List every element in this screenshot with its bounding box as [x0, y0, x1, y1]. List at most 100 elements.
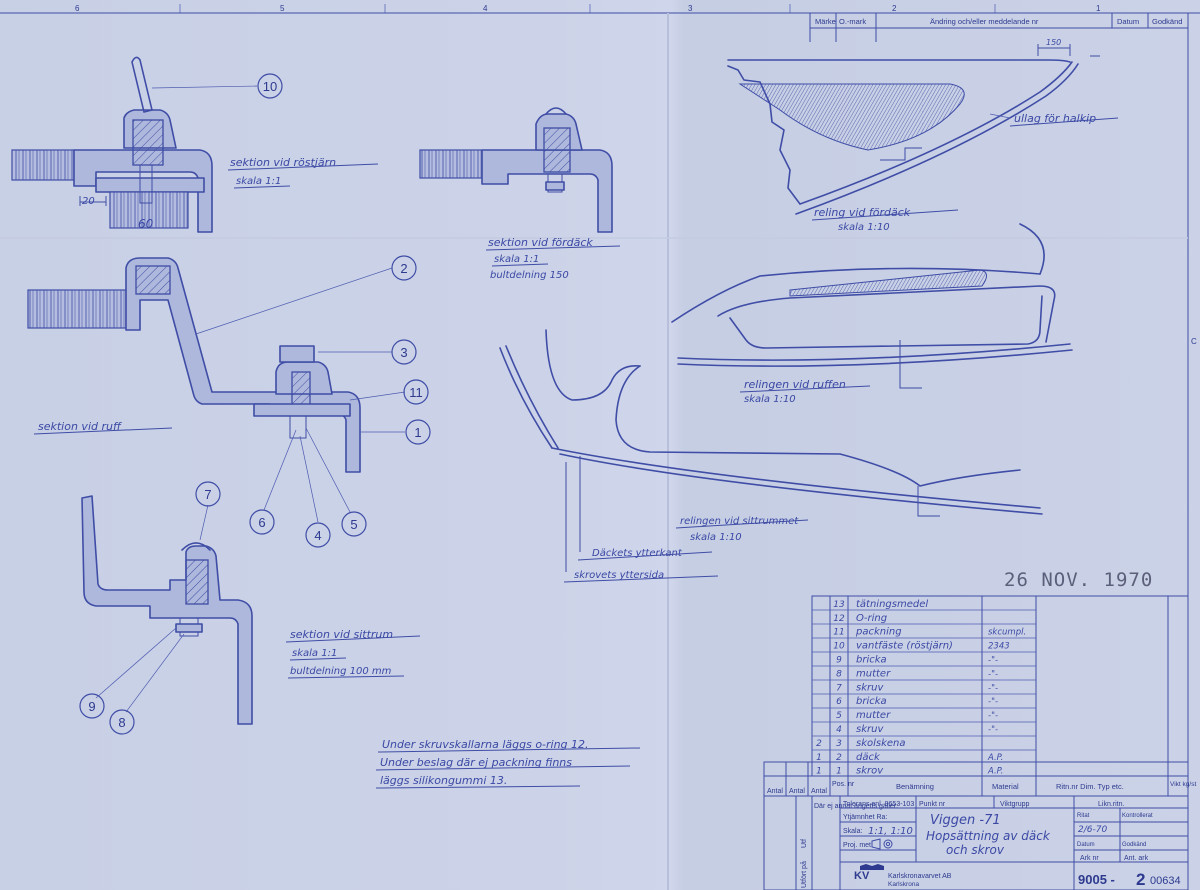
reling-fordack-title: reling vid fördäck	[814, 206, 911, 219]
drawing-title: Viggen -71	[930, 813, 1001, 828]
ark-label: Ark nr	[1080, 855, 1099, 862]
company-name: Karlskronavarvet AB	[888, 873, 952, 880]
header-material: Material	[992, 782, 1019, 791]
parts-cell-pos: 9	[836, 656, 842, 666]
parts-cell-pos: 10	[833, 642, 845, 652]
dar-ej-label: Där ej annat angetts gäller:	[814, 803, 898, 810]
parts-cell-benamning: skruv	[856, 724, 884, 735]
reling-ruffen: relingen vid ruffen skala 1:10	[671, 223, 1073, 405]
reling-ullag: ullag för halkip	[1014, 112, 1096, 125]
parts-cell-benamning: packning	[855, 627, 902, 638]
ytjamnhet-label: Ytjämnhet Ra:	[843, 814, 887, 821]
balloon-number: 6	[258, 515, 265, 530]
parts-cell-pos: 8	[836, 669, 842, 679]
parts-cell-benamning: skolskena	[856, 738, 906, 749]
date-stamp: 26 NOV. 1970	[1004, 569, 1153, 591]
drawing-number-serial: 00634	[1150, 875, 1181, 887]
section-sittrum-scale: skala 1:1	[292, 648, 337, 659]
parts-cell-benamning: skrov	[856, 766, 884, 777]
dimension-150: 150	[1046, 38, 1061, 47]
parts-cell-pos: 12	[833, 614, 845, 624]
ritat-label: Ritat	[1077, 813, 1090, 819]
header-vikt: Vikt kg/st	[1170, 781, 1196, 788]
parts-cell-benamning: däck	[856, 752, 881, 763]
revision-header: Märke O.-mark Ändring och/eller meddelan…	[809, 12, 1189, 42]
section-ruff-title: sektion vid ruff	[38, 420, 122, 433]
skala-value: 1:1, 1:10	[868, 826, 913, 837]
section-rostjarn-title: sektion vid röstjärn	[230, 156, 336, 169]
antark-label: Ant. ark	[1124, 855, 1149, 862]
reling-fordack-scale: skala 1:10	[838, 222, 890, 233]
section-rostjarn: 20 60 sektion vid röstjärn skala 1:1	[11, 56, 379, 233]
reling-fordack: 150 ullag för halkip reling vid fördäck …	[727, 38, 1119, 233]
kontrollerat-label: Kontrollerat	[1122, 813, 1153, 819]
likn-label: Likn.ritn.	[1098, 801, 1125, 808]
balloon-number: 11	[409, 385, 423, 400]
tolerans-label: Tolerans enl. 9653-103	[843, 801, 914, 808]
frame-column-label: 6	[75, 4, 80, 13]
header-antal: Antal	[811, 788, 827, 795]
frame-row-label: C	[1191, 337, 1197, 346]
assembly-note: Under skruvskallarna läggs o-ring 12. Un…	[375, 738, 641, 789]
parts-cell-benamning: O-ring	[856, 613, 887, 624]
parts-cell-material: A.P.	[987, 767, 1003, 777]
utf-label: Utf	[801, 839, 808, 848]
header-benamning: Benämning	[896, 782, 934, 791]
section-fordack-title: sektion vid fördäck	[488, 236, 593, 249]
balloon-number: 5	[350, 517, 357, 532]
frame-column-label: 2	[892, 4, 897, 13]
parts-cell-benamning: bricka	[856, 696, 887, 707]
parts-cell-benamning: bricka	[856, 655, 887, 666]
parts-cell-ritn: -"-	[988, 697, 998, 707]
parts-header: Antal Antal Antal Pos. nr Benämning Mate…	[763, 761, 1196, 797]
frame-column-label: 5	[280, 4, 285, 13]
header-antal: Antal	[789, 788, 805, 795]
drawing-number-prefix: 9005 -	[1078, 872, 1115, 887]
section-sittrum: sektion vid sittrum skala 1:1 bultdelnin…	[81, 495, 421, 725]
dar-ej-text: Där ej annat angetts gäller:	[814, 803, 898, 810]
frame-column-label: 1	[1096, 4, 1101, 13]
section-fordack: sektion vid fördäck skala 1:1 bultdelnin…	[419, 107, 621, 281]
dimension-60: 60	[138, 217, 154, 231]
title-block: Där ej annat angetts gäller: Utfört på U…	[763, 795, 1189, 890]
section-fordack-bolt: bultdelning 150	[490, 270, 569, 281]
frame-column-label: 3	[688, 4, 693, 13]
parts-cell-benamning: vantfäste (röstjärn)	[856, 641, 953, 652]
company-name-text: Karlskronavarvet AB	[888, 873, 952, 880]
balloon-number: 8	[118, 715, 125, 730]
drawing-title: och skrov	[946, 843, 1005, 857]
dackets-ytterkant: Däckets ytterkant	[592, 548, 683, 559]
header-ritn: Ritn.nr Dim. Typ etc.	[1056, 782, 1124, 791]
parts-cell-ritn: -"-	[988, 669, 998, 679]
frame-column-label: 4	[483, 4, 488, 13]
revision-col-datum: Datum	[1117, 17, 1139, 26]
kv-logo: KV	[854, 864, 884, 882]
item-balloons: 10 2 3 11 1 6 4 5 7 9 8	[79, 73, 431, 735]
reling-sittrummet: relingen vid sittrummet skala 1:10 Däcke…	[499, 329, 1043, 583]
skrovets-yttersida: skrovets yttersida	[574, 570, 664, 581]
parts-cell-antal: 2	[816, 739, 822, 749]
godkand-label: Godkänd	[1122, 842, 1146, 848]
dimension-20: 20	[82, 196, 95, 207]
revision-col-andring: Ändring och/eller meddelande nr	[930, 17, 1039, 26]
balloon-number: 2	[400, 261, 407, 276]
parts-cell-benamning: mutter	[856, 710, 891, 721]
balloon-number: 7	[204, 487, 211, 502]
header-antal: Antal	[767, 788, 783, 795]
parts-cell-antal: 1	[816, 753, 822, 763]
parts-cell-pos: 11	[833, 628, 844, 638]
drawing-title: Hopsättning av däck	[926, 829, 1051, 843]
header-pos: Pos. nr	[832, 781, 855, 788]
reling-ruffen-title: relingen vid ruffen	[744, 378, 846, 391]
sheet-frame: 6 5 4 3 2 1 C	[0, 4, 1200, 890]
parts-cell-pos: 2	[836, 753, 842, 763]
parts-cell-pos: 1	[836, 767, 842, 777]
reling-ruffen-scale: skala 1:10	[744, 394, 796, 405]
parts-cell-ritn: -"-	[988, 683, 998, 693]
balloon-number: 1	[414, 425, 421, 440]
projection-icon	[871, 838, 893, 850]
reling-sittrummet-scale: skala 1:10	[690, 532, 742, 543]
revision-col-marke: Märke	[815, 17, 836, 26]
